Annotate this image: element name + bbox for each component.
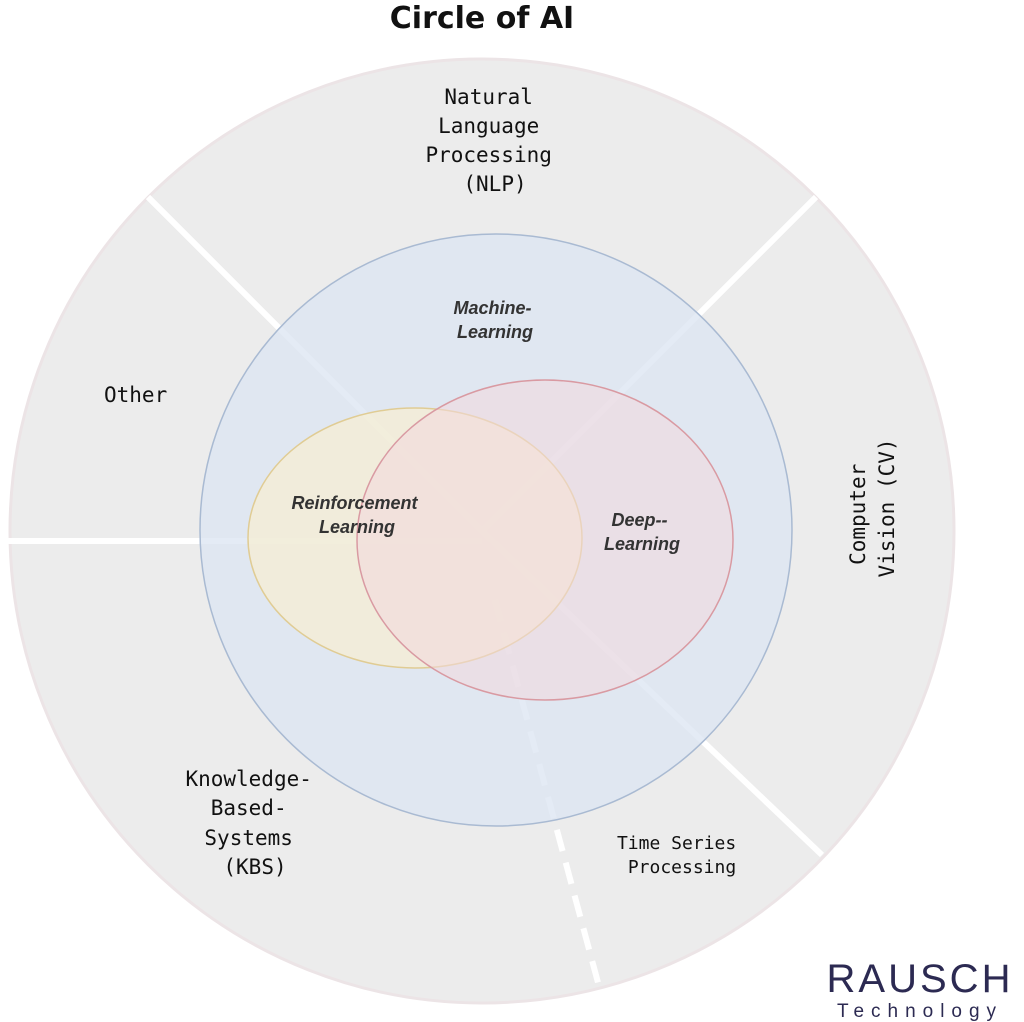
time-series-label: Time Series Processing [617,833,747,878]
kbs-label-line: Systems [204,826,293,850]
cv-label-line: Vision (CV) [875,438,899,577]
kbs-label-line: Knowledge- [185,767,311,791]
nlp-label: Natural Language Processing (NLP) [425,85,564,196]
machine-learning-label-line: Learning [457,322,533,342]
reinforcement-learning-label-line: Learning [319,517,395,537]
deep-learning-label-line: Learning [604,534,680,554]
deep-learning-label: Deep-- Learning [604,510,680,554]
nlp-label-line: Language [438,114,539,138]
cv-label-line: Computer [846,464,870,565]
diagram-title: Circle of AI [390,1,574,36]
kbs-label: Knowledge- Based- Systems (KBS) [185,767,324,879]
other-label-line: Other [104,383,167,407]
other-label: Other [104,383,167,407]
machine-learning-label-line: Machine- [453,298,531,318]
kbs-label-line: (KBS) [223,855,286,879]
deep-learning-label-line: Deep-- [611,510,667,530]
reinforcement-learning-label: Reinforcement Learning [291,493,422,537]
nlp-label-line: (NLP) [463,172,526,196]
machine-learning-label: Machine- Learning [453,298,536,342]
nlp-label-line: Processing [425,143,551,167]
reinforcement-learning-label-line: Reinforcement [291,493,418,513]
cv-label: Computer Vision (CV) [846,438,899,577]
deep-learning-area [356,379,734,701]
rausch-technology-logo: RAUSCH Technology [827,957,1014,1022]
nlp-label-line: Natural [444,85,533,109]
logo-name: RAUSCH [827,957,1014,1001]
kbs-label-line: Based- [211,796,287,820]
time-series-label-line: Processing [628,857,736,878]
time-series-label-line: Time Series [617,833,736,854]
logo-tagline: Technology [837,1001,1003,1022]
